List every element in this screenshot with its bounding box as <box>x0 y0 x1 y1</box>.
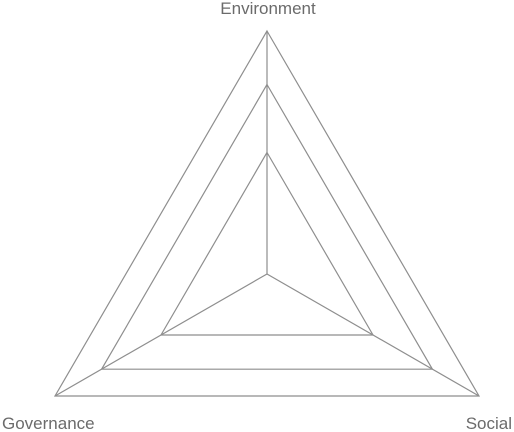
radar-spoke-governance <box>54 273 268 397</box>
axis-label-governance: Governance <box>2 414 95 432</box>
radar-grid-rings <box>53 29 481 397</box>
radar-axis-spokes <box>54 31 480 397</box>
axis-label-social: Social <box>466 414 512 432</box>
radar-ring-2 <box>100 83 434 370</box>
axis-label-environment: Environment <box>220 0 316 18</box>
radar-ring-3 <box>159 151 375 336</box>
radar-ring-1 <box>53 29 481 397</box>
radar-spoke-social <box>266 273 480 397</box>
